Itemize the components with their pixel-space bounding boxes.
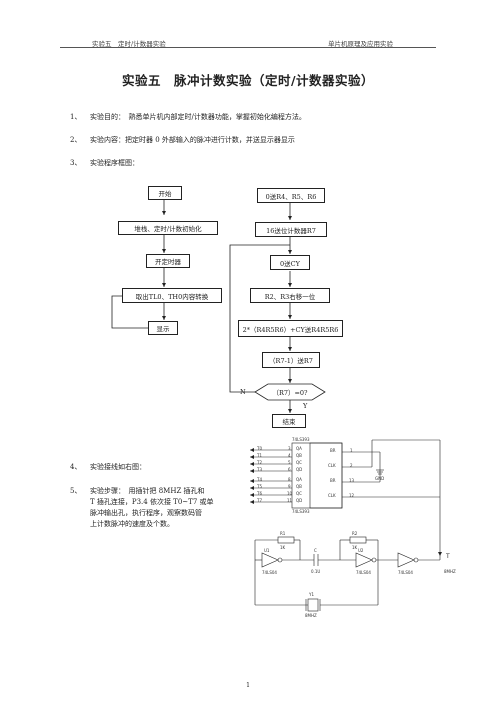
crystal-label: Y1 [309, 592, 314, 597]
pin-num-9: 9 [288, 484, 291, 489]
pin-t1: T1 [257, 453, 262, 458]
flow-label-no: N [240, 388, 246, 396]
right-pin-2: 2 [350, 463, 353, 468]
flow-init: 堆栈、定时/计数初始化 [118, 221, 218, 235]
r2-value: 1K [352, 545, 358, 550]
page-number: 1 [246, 682, 250, 689]
flow-shift-r2r3: R2、R3右移一位 [250, 288, 330, 303]
pin-t2: T2 [257, 460, 262, 465]
flow-decision-text: （R7）=0? [272, 389, 308, 397]
q-label-qd-1: QD [296, 467, 303, 472]
right-pin-1: 1 [350, 448, 353, 453]
ctrl-br-2: BR [330, 478, 336, 483]
right-pin-13: 13 [349, 478, 355, 483]
pin-t3: T3 [257, 467, 262, 472]
pin-t4: T4 [257, 477, 262, 482]
header-rule [60, 47, 436, 48]
u3-type: 74LS04 [398, 570, 413, 575]
q-label-qa-2: QA [296, 477, 302, 482]
pin-t7: T7 [257, 498, 262, 503]
flow-start: 开始 [148, 186, 182, 200]
item-1-text: 实验目的： 熟悉单片机内部定时/计数器功能，掌握初始化编程方法。 [90, 113, 306, 121]
right-pin-12: 12 [349, 493, 355, 498]
t-pin-label: T [446, 553, 450, 560]
item-5-line-4: 上计数脉冲的速度及个数。 [90, 520, 174, 528]
ctrl-br-1: BR [330, 448, 336, 453]
flow-clear-cy: 0送CY [270, 255, 310, 270]
u1-label: U1 [264, 548, 270, 553]
item-4-text: 实验接线如右图： [90, 463, 146, 471]
flow-display: 显示 [148, 321, 178, 335]
flow-label-yes: Y [303, 402, 308, 410]
ctrl-clk-2: CLK [328, 493, 336, 498]
pin-t0: T0 [257, 446, 262, 451]
q-label-qa-1: QA [296, 446, 302, 451]
pin-num-6: 6 [288, 467, 291, 472]
q-label-qc-2: QC [296, 491, 302, 496]
q-label-qc-1: QC [296, 460, 302, 465]
pin-num-10: 10 [287, 491, 293, 496]
cap-label: C [314, 548, 317, 553]
pin-t5: T5 [257, 484, 262, 489]
header-right: 单片机原理及应用实验 [328, 40, 393, 48]
u2-label: U2 [358, 548, 364, 553]
q-label-qb-1: QB [296, 453, 302, 458]
item-5-line-1: 实验步骤： 用插针把 8MHZ 插孔和 [90, 487, 205, 495]
flow-read-tl0: 取出TL0、TH0内容转换 [122, 288, 222, 303]
u1-type: 74LS04 [262, 570, 277, 575]
flow-double-r4r5r6: 2*（R4R5R6）+CY送R4R5R6 [238, 320, 343, 337]
q-label-qb-2: QB [296, 484, 302, 489]
out-8mhz-label: 8MHZ [444, 569, 456, 574]
gnd-label: GND [375, 476, 385, 481]
header-left: 实验五 定时/计数器实验 [92, 40, 166, 48]
flow-clear-r4r5r6: 0送R4、R5、R6 [257, 188, 325, 203]
pin-t6: T6 [257, 491, 262, 496]
q-label-qd-2: QD [296, 498, 303, 503]
item-3-text: 实验程序框图： [90, 159, 139, 167]
pin-num-3: 3 [288, 446, 291, 451]
page-title: 实验五 脉冲计数实验（定时/计数器实验） [121, 73, 375, 88]
u2-type: 74LS04 [356, 570, 371, 575]
flow-end: 结束 [272, 414, 306, 428]
flow-start-timer: 开定时器 [146, 254, 190, 268]
item-3-number: 3、 [70, 159, 82, 167]
item-5-line-2: T 插孔连接，P3.4 依次接 T0~T7 或单 [90, 498, 214, 506]
item-4-number: 4、 [70, 463, 82, 471]
flow-set-r7: 16送位计数器R7 [255, 222, 327, 237]
item-1-number: 1、 [70, 113, 82, 121]
item-2-text: 实验内容：把定时器 0 外部输入的脉冲进行计数，并送显示器显示 [90, 136, 295, 144]
crystal-value: 8MHZ [305, 613, 317, 618]
item-5-number: 5、 [70, 487, 82, 495]
item-2-number: 2、 [70, 136, 82, 144]
r1-value: 1K [280, 545, 286, 550]
r1-label: R1 [280, 531, 286, 536]
pin-num-4: 4 [288, 453, 291, 458]
cap-value: 0.1U [311, 569, 321, 574]
chip2-label: 74LS393 [292, 509, 310, 514]
item-5-line-3: 脉冲输出孔，执行程序，观察数码管 [90, 509, 202, 517]
pin-num-11: 11 [287, 498, 293, 503]
r2-label: R2 [352, 531, 358, 536]
chip1-label: 74LS393 [292, 437, 310, 442]
ctrl-clk-1: CLK [328, 463, 336, 468]
flow-dec-r7: （R7-1）送R7 [262, 352, 320, 368]
pin-num-8: 8 [288, 477, 291, 482]
pin-num-5: 5 [288, 460, 291, 465]
